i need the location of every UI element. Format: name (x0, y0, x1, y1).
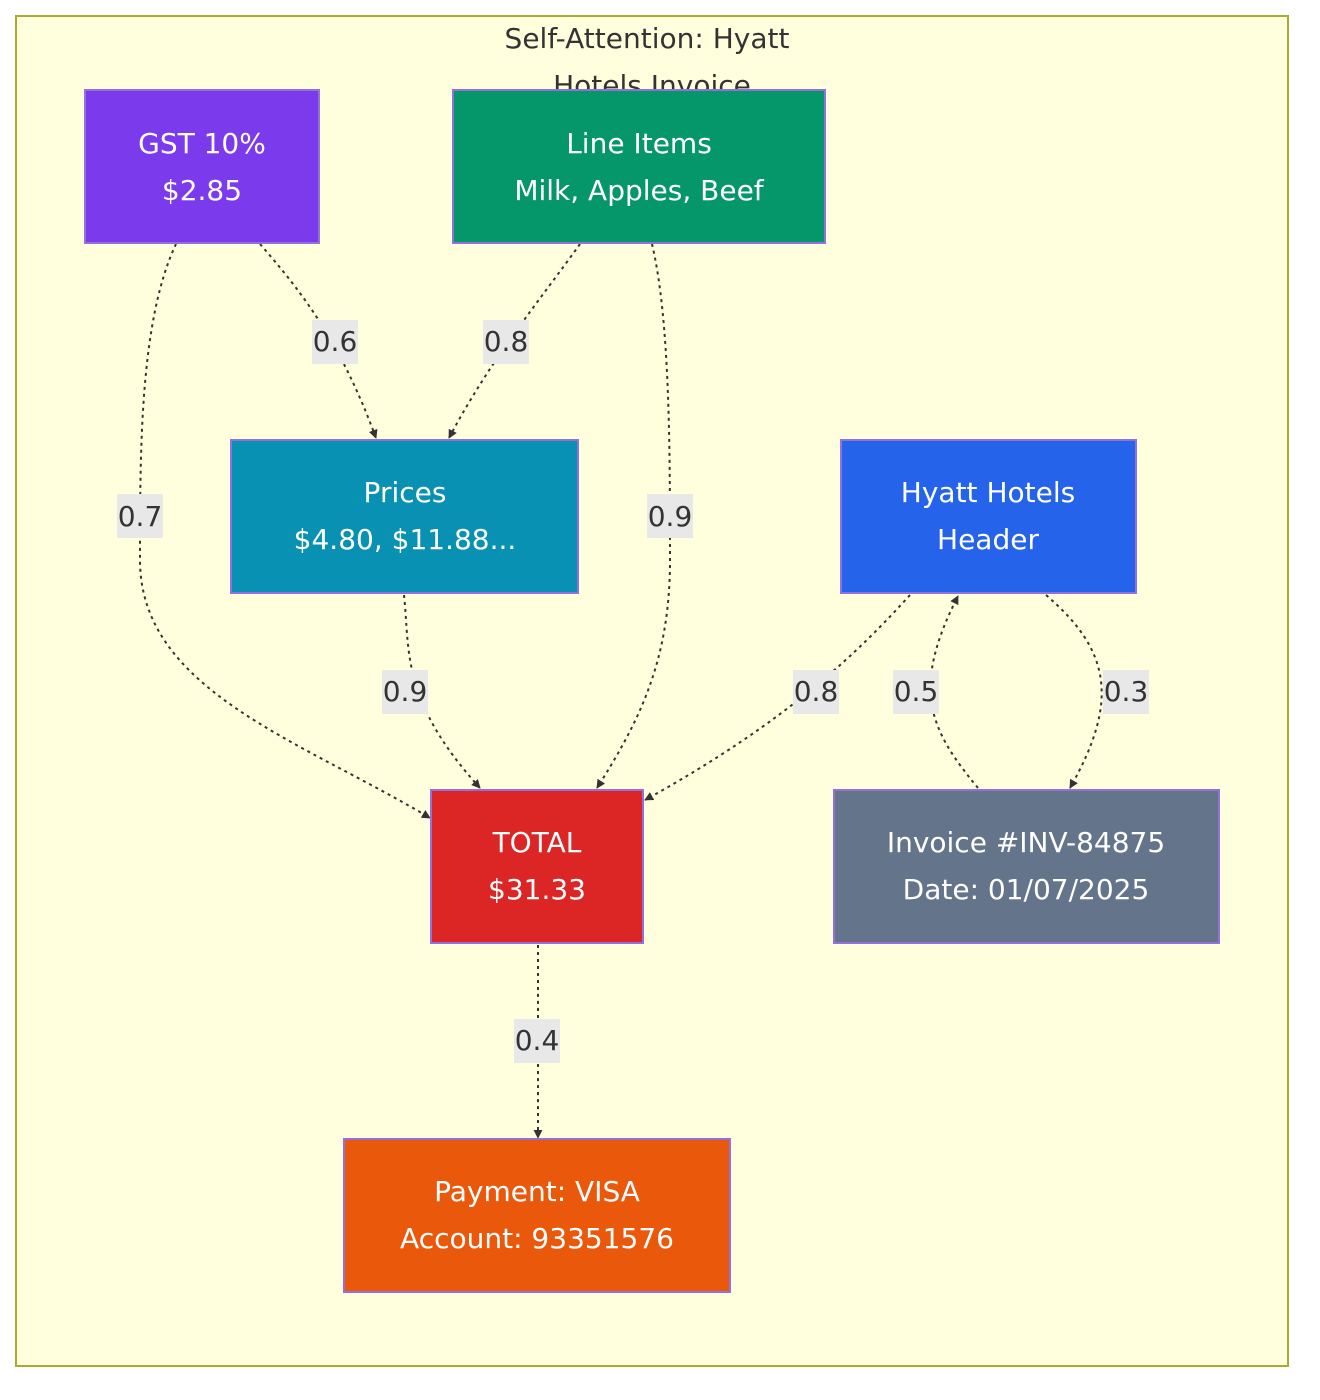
node-invoice-line2: Date: 01/07/2025 (903, 873, 1150, 906)
edge-label-gst-total: 0.7 (118, 500, 163, 533)
edge-label-items-prices: 0.8 (484, 325, 529, 358)
node-total-line1: TOTAL (492, 826, 582, 859)
edge-label-prices-total: 0.9 (383, 675, 428, 708)
edge-label-header-invoice: 0.3 (1104, 675, 1149, 708)
edge-label-bg-invoice-header (893, 670, 939, 714)
edge-gst-prices (259, 243, 378, 439)
node-gst-line1: GST 10% (138, 127, 266, 160)
edge-label-bg-header-invoice (1103, 670, 1149, 714)
node-prices[interactable]: Prices $4.80, $11.88... (230, 439, 579, 594)
edge-items-total (596, 243, 672, 789)
node-gst-box (84, 89, 320, 244)
edge-labels: 0.6 0.8 0.7 0.9 0.9 0.8 0.5 0.3 0.4 (117, 320, 1149, 1063)
node-total-line2: $31.33 (488, 873, 586, 906)
node-line-items[interactable]: Line Items Milk, Apples, Beef (452, 89, 826, 244)
node-header-line1: Hyatt Hotels (901, 476, 1075, 509)
edge-label-gst-prices: 0.6 (313, 325, 358, 358)
edge-label-bg-total-payment (514, 1019, 560, 1063)
edge-label-bg-header-total (793, 670, 839, 714)
node-header[interactable]: Hyatt Hotels Header (840, 439, 1137, 594)
edge-label-bg-gst-total (117, 494, 163, 538)
node-header-line2: Header (937, 523, 1039, 556)
node-gst-line2: $2.85 (162, 174, 242, 207)
edge-label-invoice-header: 0.5 (894, 675, 939, 708)
node-prices-box (230, 439, 579, 594)
node-payment-line2: Account: 93351576 (400, 1222, 674, 1255)
edge-label-total-payment: 0.4 (515, 1024, 560, 1057)
node-total[interactable]: TOTAL $31.33 (430, 789, 644, 944)
node-payment[interactable]: Payment: VISA Account: 93351576 (343, 1138, 731, 1293)
node-prices-line2: $4.80, $11.88... (294, 523, 517, 556)
node-payment-box (343, 1138, 731, 1293)
node-line-items-line2: Milk, Apples, Beef (514, 174, 764, 207)
node-invoice-line1: Invoice #INV-84875 (887, 826, 1165, 859)
edge-label-bg-items-prices (483, 320, 529, 364)
edge-label-bg-gst-prices (312, 320, 358, 364)
edge-header-invoice (1045, 594, 1103, 789)
node-header-box (840, 439, 1137, 594)
node-invoice-box (833, 789, 1220, 944)
node-gst[interactable]: GST 10% $2.85 (84, 89, 320, 244)
edge-label-bg-prices-total (382, 670, 428, 714)
edge-gst-total (138, 243, 431, 819)
edge-label-items-total: 0.9 (648, 500, 693, 533)
edge-label-header-total: 0.8 (794, 675, 839, 708)
edge-label-bg-items-total (647, 494, 693, 538)
node-total-box (430, 789, 644, 944)
node-payment-line1: Payment: VISA (434, 1175, 640, 1208)
node-line-items-line1: Line Items (566, 127, 712, 160)
node-prices-line1: Prices (364, 476, 447, 509)
node-line-items-box (452, 89, 826, 244)
cluster-title-line1: Self-Attention: Hyatt (505, 22, 790, 55)
node-invoice[interactable]: Invoice #INV-84875 Date: 01/07/2025 (833, 789, 1220, 944)
